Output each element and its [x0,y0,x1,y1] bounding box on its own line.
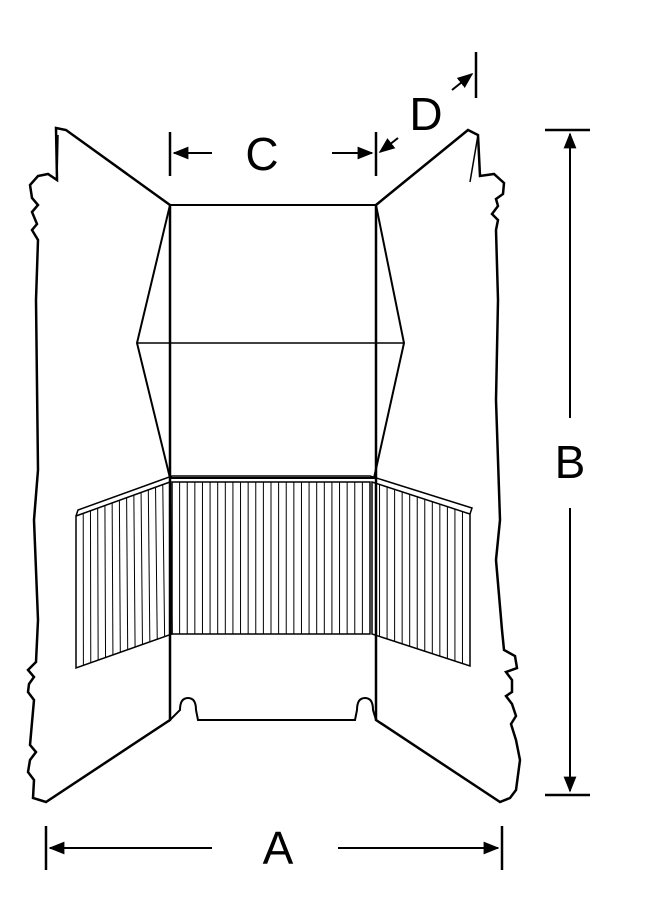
brick-groove-left [148,490,150,642]
brick-groove-left [163,485,165,637]
dimension-d: D [380,52,476,152]
brick-groove-left [141,492,142,644]
dimension-a: A [46,822,502,874]
left-panel-flange [57,135,58,180]
dimension-c: C [170,128,376,180]
brick-groove-left [105,506,106,658]
brick-groove-left [134,495,135,647]
dimension-c-label: C [245,128,278,180]
right-panel-flange [470,135,478,182]
right-side-panel [376,130,520,802]
dimension-b: B [545,130,590,795]
back-panel-lower [170,478,376,720]
brick-grooves [83,482,462,665]
brick-groove-left [119,500,120,652]
dimension-a-label: A [263,822,294,874]
left-side-panel [28,128,170,802]
dimension-d-label: D [409,88,442,140]
dimension-b-label: B [555,436,586,488]
back-panel-upper [137,205,404,478]
brick-groove-left [127,498,128,650]
brick-groove-left [112,503,113,655]
brick-groove-left [156,487,158,639]
